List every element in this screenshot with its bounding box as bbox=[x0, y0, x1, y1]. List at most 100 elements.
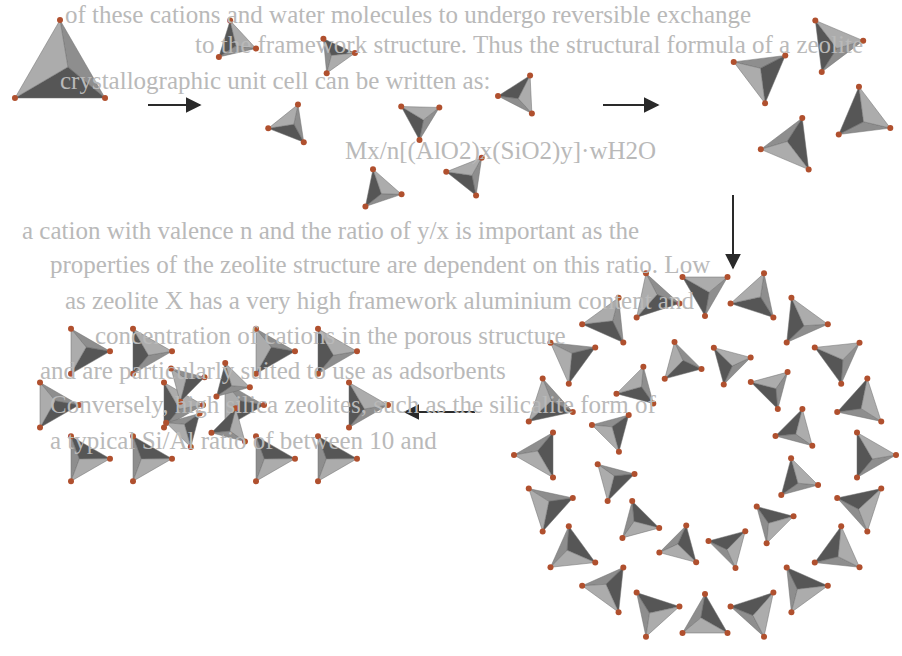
tetrahedron bbox=[748, 369, 791, 412]
tetrahedron-face bbox=[133, 459, 172, 482]
oxygen-dot bbox=[595, 461, 601, 467]
tetrahedra-group bbox=[12, 17, 899, 640]
oxygen-dot bbox=[815, 482, 821, 488]
oxygen-dot bbox=[864, 528, 870, 534]
tetrahedron-face bbox=[791, 298, 827, 326]
oxygen-dot bbox=[169, 456, 175, 462]
oxygen-dot bbox=[354, 456, 360, 462]
oxygen-dot bbox=[292, 348, 298, 354]
tetrahedron-face bbox=[731, 273, 764, 303]
tetrahedron-face bbox=[592, 425, 619, 452]
oxygen-dot bbox=[764, 540, 770, 546]
oxygen-dot bbox=[772, 433, 778, 439]
oxygen-dot bbox=[495, 93, 501, 99]
tetrahedron-face bbox=[859, 489, 882, 532]
oxygen-dot bbox=[37, 425, 43, 431]
oxygen-dot bbox=[856, 84, 862, 90]
oxygen-dot bbox=[788, 609, 794, 615]
oxygen-dot bbox=[770, 590, 776, 596]
oxygen-dot bbox=[836, 132, 842, 138]
tetrahedron bbox=[362, 166, 404, 209]
tetrahedron-face bbox=[767, 516, 794, 543]
tetrahedron-face bbox=[857, 432, 896, 458]
oxygen-dot bbox=[526, 418, 532, 424]
tetrahedron-face bbox=[582, 321, 623, 343]
tetrahedron bbox=[595, 461, 638, 504]
oxygen-dot bbox=[301, 139, 307, 145]
tetrahedron-face bbox=[787, 567, 828, 589]
oxygen-dot bbox=[742, 528, 748, 534]
oxygen-dot bbox=[579, 583, 585, 589]
background-text: a typical Si/Al ratio of between 10 and bbox=[50, 426, 437, 456]
oxygen-dot bbox=[825, 583, 831, 589]
tetrahedron-face bbox=[791, 586, 827, 612]
oxygen-dot bbox=[878, 486, 884, 492]
oxygen-dot bbox=[253, 478, 259, 484]
tetrahedron-face bbox=[256, 459, 295, 482]
background-text: a cation with valence n and the ratio of… bbox=[22, 216, 639, 246]
oxygen-dot bbox=[761, 270, 767, 276]
oxygen-dot bbox=[785, 369, 791, 375]
oxygen-dot bbox=[762, 100, 768, 106]
oxygen-dot bbox=[748, 354, 754, 360]
tetrahedron-face bbox=[373, 169, 402, 194]
oxygen-dot bbox=[812, 17, 818, 23]
oxygen-dot bbox=[834, 495, 840, 501]
oxygen-dot bbox=[788, 455, 794, 461]
oxygen-dot bbox=[784, 564, 790, 570]
tetrahedron-face bbox=[268, 104, 298, 128]
oxygen-dot bbox=[354, 348, 360, 354]
tetrahedron bbox=[579, 564, 626, 615]
tetrahedron bbox=[834, 376, 884, 425]
oxygen-dot bbox=[731, 59, 737, 65]
tetrahedron-face bbox=[861, 379, 881, 422]
tetrahedron bbox=[812, 340, 863, 387]
step-arrow bbox=[732, 195, 734, 268]
tetrahedron-face bbox=[529, 489, 549, 532]
oxygen-dot bbox=[799, 406, 805, 412]
background-text: of these cations and water molecules to … bbox=[65, 0, 751, 30]
oxygen-dot bbox=[799, 115, 805, 121]
oxygen-dot bbox=[893, 452, 899, 458]
oxygen-dot bbox=[315, 478, 321, 484]
oxygen-dot bbox=[12, 95, 18, 101]
oxygen-dot bbox=[566, 523, 572, 529]
tetrahedron bbox=[656, 523, 699, 566]
tetrahedron-face bbox=[659, 544, 696, 562]
background-text: crystallographic unit cell can be writte… bbox=[60, 66, 490, 96]
tetrahedron bbox=[662, 339, 705, 382]
tetrahedron bbox=[705, 528, 748, 571]
tetrahedron bbox=[526, 486, 576, 535]
oxygen-dot bbox=[702, 313, 708, 319]
oxygen-dot bbox=[640, 364, 646, 370]
oxygen-dot bbox=[169, 348, 175, 354]
tetrahedron-face bbox=[838, 526, 859, 567]
oxygen-dot bbox=[529, 111, 535, 117]
oxygen-dot bbox=[854, 475, 860, 481]
oxygen-dot bbox=[68, 326, 74, 332]
oxygen-dot bbox=[721, 381, 727, 387]
oxygen-dot bbox=[825, 321, 831, 327]
tetrahedron bbox=[547, 523, 598, 570]
oxygen-dot bbox=[854, 429, 860, 435]
oxygen-dot bbox=[857, 340, 863, 346]
oxygen-dot bbox=[370, 166, 376, 172]
tetrahedron bbox=[589, 412, 632, 455]
oxygen-dot bbox=[473, 192, 479, 198]
oxygen-dot bbox=[725, 274, 731, 280]
tetrahedron bbox=[728, 590, 777, 640]
oxygen-dot bbox=[247, 384, 253, 390]
tetrahedron-face bbox=[616, 367, 643, 394]
tetrahedron bbox=[754, 504, 797, 547]
oxygen-dot bbox=[540, 528, 546, 534]
tetrahedron-face bbox=[518, 75, 532, 113]
oxygen-dot bbox=[819, 69, 825, 75]
oxygen-dot bbox=[878, 418, 884, 424]
oxygen-dot bbox=[629, 498, 635, 504]
oxygen-dot bbox=[579, 321, 585, 327]
oxygen-dot bbox=[620, 564, 626, 570]
oxygen-dot bbox=[699, 366, 705, 372]
oxygen-dot bbox=[443, 169, 449, 175]
tetrahedron-face bbox=[761, 142, 809, 170]
